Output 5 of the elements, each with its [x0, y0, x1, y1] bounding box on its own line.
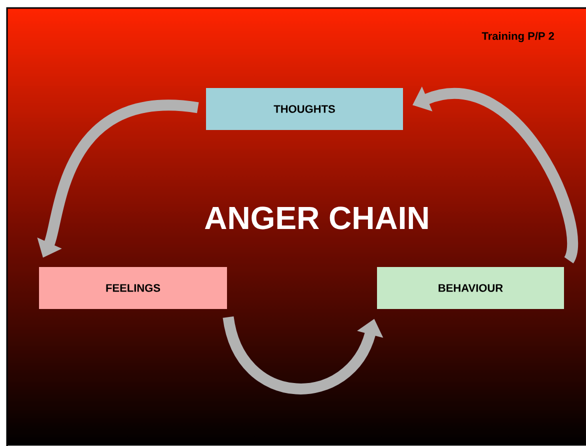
slide-label: Training P/P 2 — [482, 32, 554, 42]
title: ANGER CHAIN — [204, 206, 428, 230]
label-box: THOUGHTS — [206, 88, 403, 130]
label-box: FEELINGS — [39, 266, 227, 309]
label-box: BEHAVIOUR — [377, 266, 564, 309]
